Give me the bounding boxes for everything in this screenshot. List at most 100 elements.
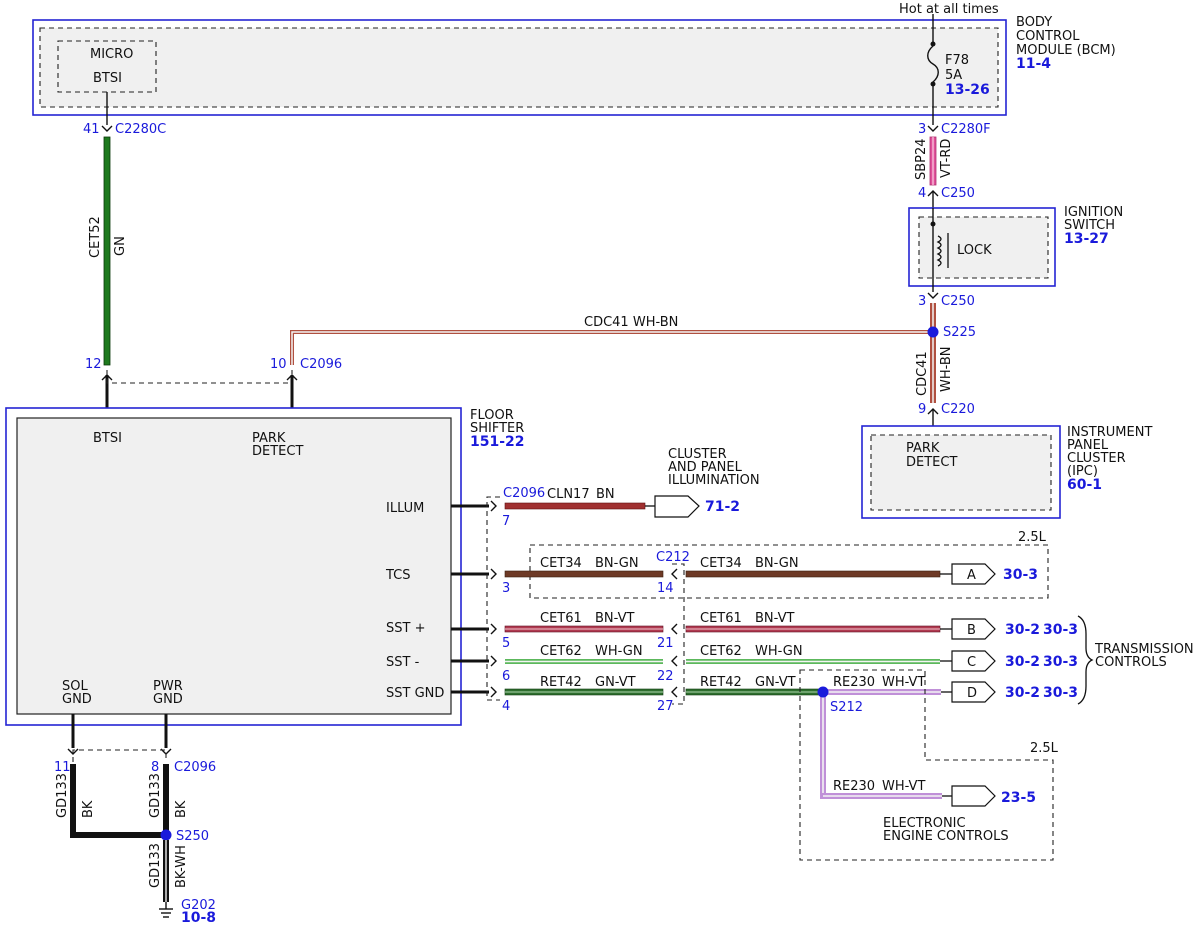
illumination-tag — [654, 495, 700, 518]
trans-row-a: 3 14 CET34 BN-GN CET34 BN-GN A 30-3 — [502, 556, 1038, 596]
fuse-f78-symbol — [927, 45, 939, 83]
tag-d — [951, 681, 996, 703]
fuse-ref[interactable]: 13-26 — [945, 82, 990, 98]
fuse-name: F78 — [945, 53, 969, 68]
row-b-ref-1[interactable]: 30-2 — [1005, 622, 1040, 638]
engine-tag — [951, 785, 996, 807]
gd133-sol-color: BK — [81, 800, 96, 818]
row-c-pin-left: 6 — [502, 669, 510, 684]
shifter-ref[interactable]: 151-22 — [470, 434, 525, 450]
row-c-pin-right: 22 — [657, 669, 674, 684]
shifter-tcs: TCS — [385, 568, 411, 583]
shifter-sol-1: SOL — [62, 679, 88, 694]
bcm-btsi-label: BTSI — [93, 71, 122, 86]
sbp24-circuit: SBP24 — [914, 138, 929, 180]
shifter-park-2: DETECT — [252, 444, 303, 459]
wire-cln17 — [504, 502, 646, 510]
cdc41-v-circuit: CDC41 — [915, 351, 930, 396]
row-d-circuit-r: RET42 — [700, 675, 742, 690]
shifter-title-2: SHIFTER — [470, 421, 524, 436]
row-c-ref-1[interactable]: 30-2 — [1005, 654, 1040, 670]
gd133-main-color: BK-WH — [174, 845, 189, 888]
illum-ref[interactable]: 71-2 — [705, 499, 740, 515]
row-d-circuit-l: RET42 — [540, 675, 582, 690]
ignition-switch-module: LOCK — [908, 207, 1056, 292]
ipc-title-3: CLUSTER — [1067, 451, 1126, 466]
gd133-sol-circuit: GD133 — [55, 773, 70, 818]
tag-a — [951, 563, 996, 585]
shifter-illum: ILLUM — [386, 501, 424, 516]
row-b-ref-2[interactable]: 30-3 — [1043, 622, 1078, 638]
shifter-conn-bottom: C2096 — [174, 760, 216, 775]
ground-ref[interactable]: 10-8 — [181, 910, 216, 926]
wire-cet34-right — [685, 570, 941, 578]
bcm-micro-label: MICRO — [90, 47, 133, 62]
row-b-color-r: BN-VT — [755, 611, 794, 626]
ipc-park-1: PARK — [906, 441, 940, 456]
row-d-pin-left: 4 — [502, 699, 510, 714]
engine-title-2: ENGINE CONTROLS — [883, 829, 1009, 844]
illum-title-2: AND PANEL — [668, 460, 743, 475]
row-a-circuit-l: CET34 — [540, 556, 582, 571]
shifter-sst-gnd: SST GND — [386, 686, 444, 701]
ipc-conn-c220: C220 — [941, 402, 975, 417]
cet52-circuit: CET52 — [88, 216, 103, 258]
shifter-pin-10: 10 — [270, 357, 287, 372]
shifter-sst-plus: SST + — [386, 621, 425, 636]
shifter-pin-12: 12 — [85, 357, 102, 372]
bcm-title-3: MODULE (BCM) — [1016, 43, 1116, 58]
row-d-ref-2[interactable]: 30-3 — [1043, 685, 1078, 701]
bcm-ref[interactable]: 11-4 — [1016, 56, 1051, 72]
trans-row-d: 4 27 RET42 GN-VT RET42 GN-VT RE230 WH-VT… — [502, 675, 1078, 714]
shifter-sst-minus: SST - — [386, 655, 420, 670]
ign-conn-top: C250 — [941, 186, 975, 201]
splice-s212 — [817, 686, 829, 698]
ignition-title-1: IGNITION — [1064, 205, 1123, 220]
row-a-circuit-r: CET34 — [700, 556, 742, 571]
cdc41-h-label: CDC41 WH-BN — [584, 315, 678, 330]
cdc41-v-color: WH-BN — [939, 347, 954, 393]
row-d-ref-1[interactable]: 30-2 — [1005, 685, 1040, 701]
illum-title-3: ILLUMINATION — [668, 473, 760, 488]
re230-top-color: WH-VT — [882, 675, 925, 690]
splice-s250-label: S250 — [176, 829, 209, 844]
splice-s225 — [927, 326, 939, 338]
sbp24-color: VT-RD — [939, 139, 954, 178]
engine-ref[interactable]: 23-5 — [1001, 790, 1036, 806]
gd133-pwr-circuit: GD133 — [148, 773, 163, 818]
wire-cet34-left — [504, 570, 664, 578]
re230-bottom-color: WH-VT — [882, 779, 925, 794]
row-b-color-l: BN-VT — [595, 611, 634, 626]
row-b-pin-left: 5 — [502, 636, 510, 651]
row-d-color-r: GN-VT — [755, 675, 796, 690]
tag-c-letter: C — [967, 655, 976, 670]
power-label: Hot at all times — [899, 2, 999, 17]
ignition-title-2: SWITCH — [1064, 218, 1115, 233]
transmission-title-1: TRANSMISSION — [1094, 642, 1194, 657]
ignition-coil-symbol — [936, 235, 942, 267]
row-d-pin-right: 27 — [657, 699, 674, 714]
shifter-btsi-label: BTSI — [93, 431, 122, 446]
ipc-title-1: INSTRUMENT — [1067, 425, 1152, 440]
gd133-main-circuit: GD133 — [148, 843, 163, 888]
wire-cdc41-horizontal — [290, 330, 933, 365]
row-c-color-l: WH-GN — [595, 644, 643, 659]
ignition-ref[interactable]: 13-27 — [1064, 231, 1109, 247]
shifter-pin-11: 11 — [54, 760, 71, 775]
illum-title-1: CLUSTER — [668, 447, 727, 462]
row-a-ref-1[interactable]: 30-3 — [1003, 567, 1038, 583]
shifter-sol-2: GND — [62, 692, 92, 707]
row-c-ref-2[interactable]: 30-3 — [1043, 654, 1078, 670]
tag-d-letter: D — [967, 686, 977, 701]
trans-row-b: 5 21 CET61 BN-VT CET61 BN-VT B 30-2 30-3 — [502, 611, 1078, 651]
ipc-ref[interactable]: 60-1 — [1067, 477, 1102, 493]
tag-b — [951, 618, 996, 640]
ign-pin-top: 4 — [918, 186, 926, 201]
illum-conn: C2096 — [503, 486, 545, 501]
engine-variant-label: 2.5L — [1030, 741, 1059, 756]
row-b-circuit-l: CET61 — [540, 611, 582, 626]
re230-top-circuit: RE230 — [833, 675, 875, 690]
ground-name: G202 — [181, 898, 216, 913]
shifter-conn-top: C2096 — [300, 357, 342, 372]
row-b-pin-right: 21 — [657, 636, 674, 651]
